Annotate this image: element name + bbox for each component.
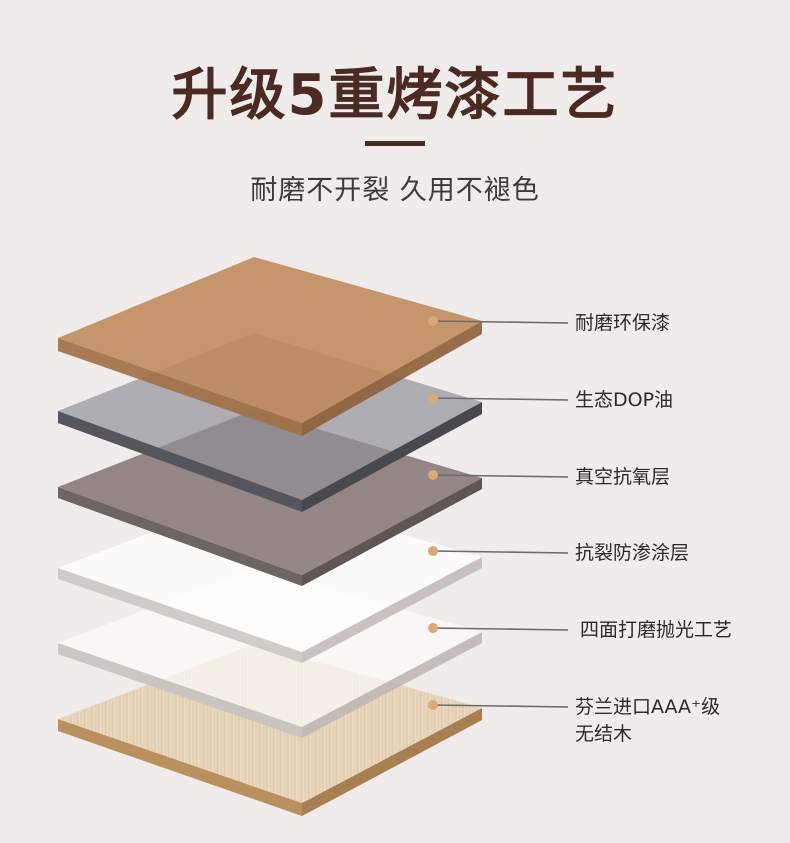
layer-3-label: 真空抗氧层 [575, 466, 671, 488]
layer-1-label: 耐磨环保漆 [575, 312, 671, 334]
layer-2-label: 生态DOP油 [575, 389, 674, 411]
leader-3 [428, 470, 569, 480]
leader-1 [428, 316, 569, 326]
layer-5-label: 四面打磨抛光工艺 [580, 619, 733, 641]
leader-2 [428, 393, 569, 403]
layer-6-label-line2: 无结木 [575, 723, 633, 745]
leader-6 [428, 700, 569, 710]
title-underline [365, 141, 425, 146]
page-title: 升级5重烤漆工艺 [171, 63, 619, 128]
layer-1-wear-resistant-paint [58, 257, 482, 436]
layer-6-label-line1: 芬兰进口AAA⁺级 [575, 696, 721, 718]
leader-4 [428, 546, 569, 556]
leader-5 [428, 623, 569, 633]
layer-4-label: 抗裂防渗涂层 [575, 542, 690, 564]
page-subtitle: 耐磨不开裂 久用不褪色 [250, 175, 540, 206]
